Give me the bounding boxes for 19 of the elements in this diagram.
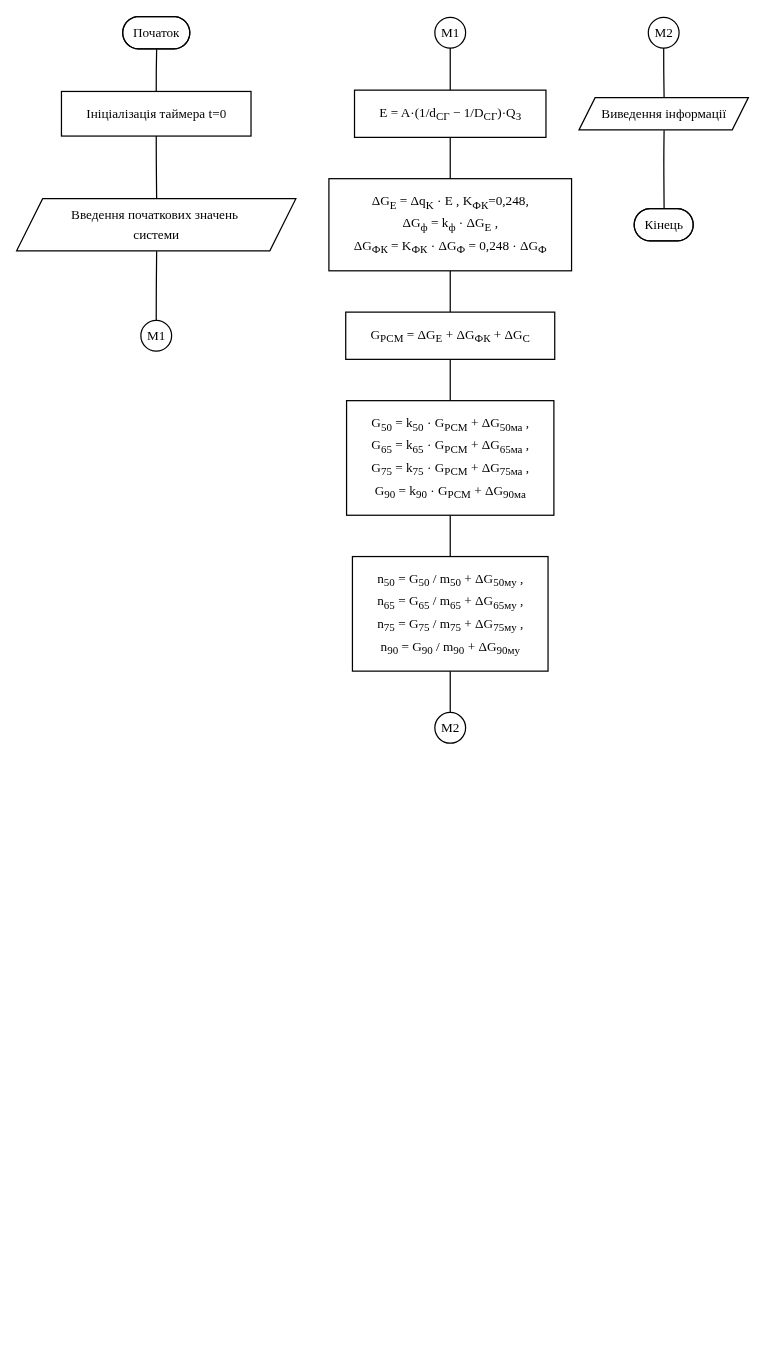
node-circle: M1: [434, 16, 467, 49]
connector: [449, 270, 451, 313]
connector: [449, 670, 451, 714]
node-box: G$_{РСМ}$ = ΔG$_{E}$ + ΔG$_{ФК}$ + ΔG$_{C}$: [345, 311, 556, 360]
node-circle: M2: [434, 711, 467, 744]
connector: [449, 47, 451, 91]
connector: [449, 514, 451, 558]
node-box: Ініціалізація таймера t=0: [60, 90, 252, 137]
node-box: E = A·(1/d$_{СГ}$ − 1/D$_{СГ}$)·Q$_{З}$: [353, 89, 547, 138]
node-box: G$_{50}$ = k$_{50}$ · G$_{РСМ}$ + ΔG$_{50ма}$ , G$_{65}$ = k$_{65}$ · G$_{РСМ}$ + ΔG$_{65ма}$ , G$_{75}$ = k$_{75}$ · G$_{РСМ}$ + ΔG$_{75ма}$ , G$_{90}$ = k$_{90}$ · G$_{РСМ}$ + ΔG$_{90ма}$: [345, 400, 555, 516]
node-box: ΔG$_{E}$ = Δq$_{K}$ · E , K$_{ФК}$=0,248, ΔG$_{ф}$ = k$_{ф}$ · ΔG$_{E}$ , ΔG$_{ФК}$ = K$_{ФК}$ · ΔG$_{Ф}$ = 0,248 · ΔG$_{Ф}$: [328, 178, 573, 272]
connector: [663, 129, 665, 210]
connector: [449, 358, 451, 402]
connector: [155, 48, 158, 93]
node-box: n$_{50}$ = G$_{50}$ / m$_{50}$ + ΔG$_{50му}$ , n$_{65}$ = G$_{65}$ / m$_{65}$ + ΔG$_{65му}$ , n$_{75}$ = G$_{75}$ / m$_{75}$ + ΔG$_{75му}$ , n$_{90}$ = G$_{90}$ / m$_{90}$ + ΔG$_{90му}$: [351, 555, 549, 672]
node-circle: M2: [647, 16, 680, 49]
node-circle: M1: [140, 319, 173, 352]
connector: [155, 250, 158, 321]
connector: [449, 136, 451, 180]
